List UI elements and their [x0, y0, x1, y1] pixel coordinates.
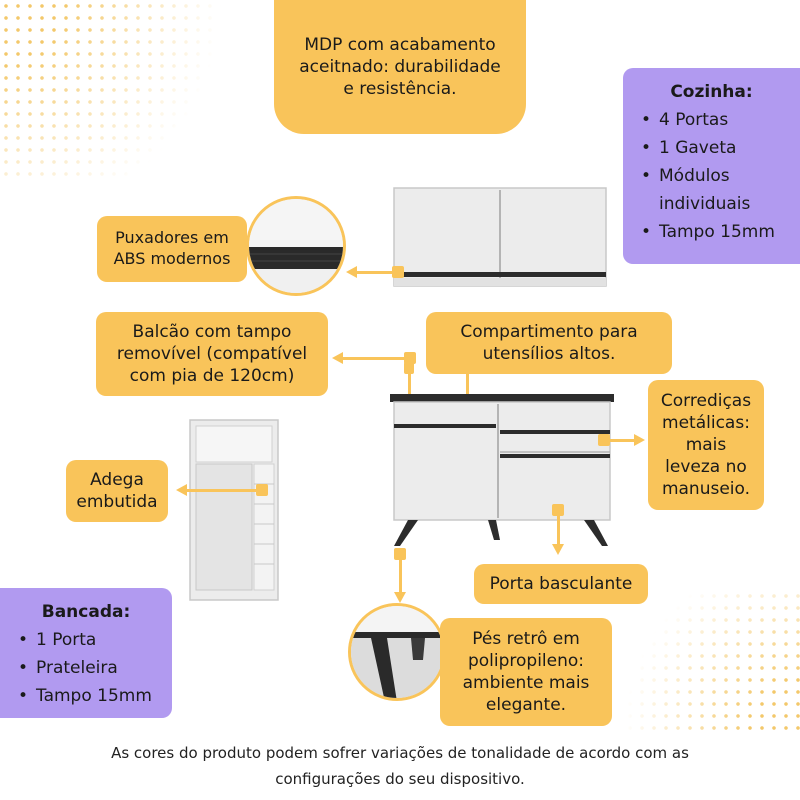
arrow-compartment	[466, 374, 469, 406]
marker-counter	[404, 352, 416, 364]
callout-tall-compartment-text: Compartimento para utensílios altos.	[460, 321, 638, 364]
callout-built-in-wine-rack: Adega embutida	[66, 460, 168, 522]
marker-handles	[392, 266, 404, 278]
arrow-compartment-stem	[408, 372, 411, 398]
arrowhead-feet	[394, 592, 406, 603]
bench-wine-rack-illustration	[189, 419, 279, 601]
marker-wine	[256, 484, 268, 496]
callout-retro-feet: Pés retrô em polipropileno: ambiente mai…	[440, 618, 612, 726]
arrow-flap-door	[557, 516, 560, 546]
callout-mdp-finish-text: MDP com acabamento aceitnado: durabilida…	[299, 34, 501, 100]
color-disclaimer-text: As cores do produto podem sofrer variaçõ…	[111, 744, 689, 788]
kitchen-title: Cozinha:	[670, 82, 753, 102]
arrow-counter	[342, 357, 404, 360]
marker-feet	[394, 548, 406, 560]
arrowhead-handles	[346, 266, 357, 278]
kitchen-feature-item: 1 Gaveta	[637, 134, 786, 162]
color-disclaimer: As cores do produto podem sofrer variaçõ…	[40, 740, 760, 792]
kitchen-feature-item: Módulos individuais	[637, 162, 786, 218]
feet-detail-image	[351, 606, 443, 698]
arrow-wine	[186, 489, 256, 492]
kitchen-feature-item: Tampo 15mm	[637, 218, 786, 246]
arrow-slides	[610, 439, 635, 442]
decorative-dots-bottom-right	[600, 590, 800, 730]
callout-flap-door: Porta basculante	[474, 564, 648, 604]
bench-features-list: 1 Porta Prateleira Tampo 15mm	[14, 626, 158, 710]
bench-feature-item: 1 Porta	[14, 626, 158, 654]
kitchen-info-box: Cozinha: 4 Portas 1 Gaveta Módulos indiv…	[623, 68, 800, 264]
callout-abs-handles: Puxadores em ABS modernos	[97, 216, 247, 282]
feet-zoom-circle	[348, 603, 446, 701]
arrowhead-wine	[176, 484, 187, 496]
arrow-handles	[356, 271, 392, 274]
decorative-dots-top-left	[0, 0, 260, 180]
handles-zoom-circle	[246, 196, 346, 296]
kitchen-features-list: 4 Portas 1 Gaveta Módulos individuais Ta…	[637, 106, 786, 246]
callout-retro-feet-text: Pés retrô em polipropileno: ambiente mai…	[462, 628, 590, 716]
callout-removable-top-text: Balcão com tampo removível (compatível c…	[116, 321, 308, 387]
callout-built-in-wine-rack-text: Adega embutida	[76, 469, 158, 512]
arrowhead-slides	[634, 434, 645, 446]
bench-feature-item: Tampo 15mm	[14, 682, 158, 710]
bench-feature-item: Prateleira	[14, 654, 158, 682]
callout-metal-slides: Corrediças metálicas: mais leveza no man…	[648, 380, 764, 510]
arrowhead-counter	[332, 352, 343, 364]
wall-cabinet-illustration	[393, 187, 607, 287]
callout-metal-slides-text: Corrediças metálicas: mais leveza no man…	[660, 390, 752, 500]
handle-detail-image	[249, 199, 343, 293]
arrow-feet	[399, 560, 402, 594]
callout-abs-handles-text: Puxadores em ABS modernos	[113, 228, 231, 268]
callout-removable-top: Balcão com tampo removível (compatível c…	[96, 312, 328, 396]
callout-mdp-finish: MDP com acabamento aceitnado: durabilida…	[274, 0, 526, 134]
marker-compartment	[404, 362, 414, 374]
bench-title: Bancada:	[41, 602, 131, 622]
marker-flap-door	[552, 504, 564, 516]
arrowhead-flap-door	[552, 544, 564, 555]
marker-slides	[598, 434, 610, 446]
callout-flap-door-text: Porta basculante	[489, 573, 633, 594]
sink-base-cabinet-illustration	[390, 394, 614, 546]
kitchen-feature-item: 4 Portas	[637, 106, 786, 134]
bench-info-box: Bancada: 1 Porta Prateleira Tampo 15mm	[0, 588, 172, 718]
callout-tall-compartment: Compartimento para utensílios altos.	[426, 312, 672, 374]
